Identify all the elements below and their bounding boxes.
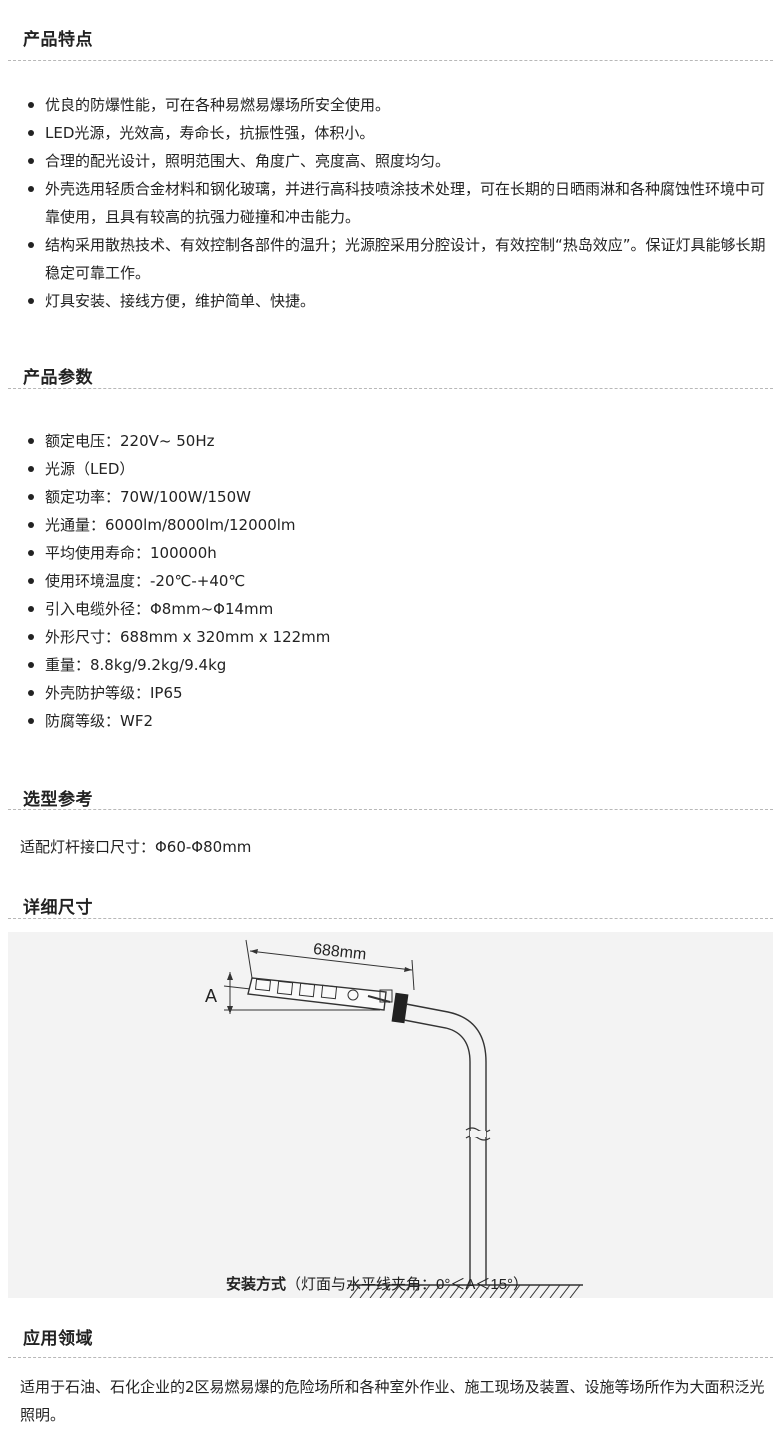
- ground-hatch: [549, 1284, 561, 1298]
- list-item: 重量：8.8kg/9.2kg/9.4kg: [0, 651, 776, 679]
- ground-hatch: [389, 1284, 401, 1298]
- ground-hatch: [569, 1284, 581, 1298]
- list-item: 额定功率：70W/100W/150W: [0, 483, 776, 511]
- list-item: 灯具安装、接线方便，维护简单、快捷。: [0, 287, 776, 315]
- ground-hatch: [469, 1284, 481, 1298]
- list-item: 结构采用散热技术、有效控制各部件的温升；光源腔采用分腔设计，有效控制“热岛效应”…: [0, 231, 776, 287]
- section-title-params: 产品参数: [23, 368, 93, 388]
- ground-hatch: [379, 1284, 391, 1298]
- list-item: 引入电缆外径：Φ8mm~Φ14mm: [0, 595, 776, 623]
- ground-hatch: [439, 1284, 451, 1298]
- divider: [8, 1357, 773, 1358]
- ground-hatch: [529, 1284, 541, 1298]
- ground-hatch: [489, 1284, 501, 1298]
- ground-hatch: [509, 1284, 521, 1298]
- ground-hatch: [539, 1284, 551, 1298]
- ground-hatch: [559, 1284, 571, 1298]
- params-list: 额定电压：220V~ 50Hz 光源（LED） 额定功率：70W/100W/15…: [0, 427, 776, 735]
- ground-hatch: [409, 1284, 421, 1298]
- list-item: 外壳防护等级：IP65: [0, 679, 776, 707]
- ground: [348, 1284, 583, 1298]
- arrow-head: [404, 967, 412, 972]
- list-item: 平均使用寿命：100000h: [0, 539, 776, 567]
- section-title-dimensions: 详细尺寸: [23, 898, 93, 918]
- dimension-line: [249, 950, 413, 971]
- divider: [8, 60, 773, 61]
- ground-hatch: [359, 1284, 371, 1298]
- lamp-pole: [403, 1003, 491, 1285]
- ground-hatch: [519, 1284, 531, 1298]
- list-item: 额定电压：220V~ 50Hz: [0, 427, 776, 455]
- section-title-application: 应用领域: [23, 1329, 93, 1349]
- arrow-head: [250, 949, 258, 954]
- section-title-selection: 选型参考: [23, 790, 93, 810]
- ground-hatch: [459, 1284, 471, 1298]
- extension-line: [245, 939, 253, 979]
- extension-line: [411, 959, 415, 991]
- application-text: 适用于石油、石化企业的2区易燃易爆的危险场所和各种室外作业、施工现场及装置、设施…: [20, 1378, 765, 1424]
- diagram-caption: 安装方式（灯面与水平线夹角：0°＜A＜15°）: [226, 1275, 528, 1293]
- divider: [8, 388, 773, 389]
- ground-hatch: [429, 1284, 441, 1298]
- list-item: 外形尺寸：688mm x 320mm x 122mm: [0, 623, 776, 651]
- ground-hatch: [499, 1284, 511, 1298]
- divider: [8, 918, 773, 919]
- ground-hatch: [479, 1284, 491, 1298]
- installation-drawing: 688mm A: [205, 939, 583, 1298]
- selection-text: 适配灯杆接口尺寸：Φ60-Φ80mm: [20, 838, 252, 856]
- ground-hatch: [449, 1284, 461, 1298]
- section-title-features: 产品特点: [23, 30, 93, 50]
- lamp-body: [247, 977, 409, 1024]
- caption-rest: （灯面与水平线夹角：0°＜A＜15°）: [286, 1276, 528, 1293]
- list-item: 光通量：6000lm/8000lm/12000lm: [0, 511, 776, 539]
- angle-label: A: [205, 986, 217, 1006]
- divider: [8, 809, 773, 810]
- list-item: 外壳选用轻质合金材料和钢化玻璃，并进行高科技喷涂技术处理，可在长期的日晒雨淋和各…: [0, 175, 776, 231]
- caption-bold: 安装方式: [226, 1275, 286, 1293]
- features-list: 优良的防爆性能，可在各种易燃易爆场所安全使用。 LED光源，光效高，寿命长，抗振…: [0, 91, 776, 315]
- ground-hatch: [399, 1284, 411, 1298]
- installation-diagram: 688mm A: [8, 932, 773, 1298]
- ground-hatch: [419, 1284, 431, 1298]
- ground-hatch: [369, 1284, 381, 1298]
- ground-hatch: [349, 1284, 361, 1298]
- list-item: 优良的防爆性能，可在各种易燃易爆场所安全使用。: [0, 91, 776, 119]
- list-item: 合理的配光设计，照明范围大、角度广、亮度高、照度均匀。: [0, 147, 776, 175]
- length-label: 688mm: [312, 941, 367, 963]
- arrow-head: [227, 972, 233, 980]
- list-item: LED光源，光效高，寿命长，抗振性强，体积小。: [0, 119, 776, 147]
- list-item: 使用环境温度：-20℃-+40℃: [0, 567, 776, 595]
- list-item: 光源（LED）: [0, 455, 776, 483]
- list-item: 防腐等级：WF2: [0, 707, 776, 735]
